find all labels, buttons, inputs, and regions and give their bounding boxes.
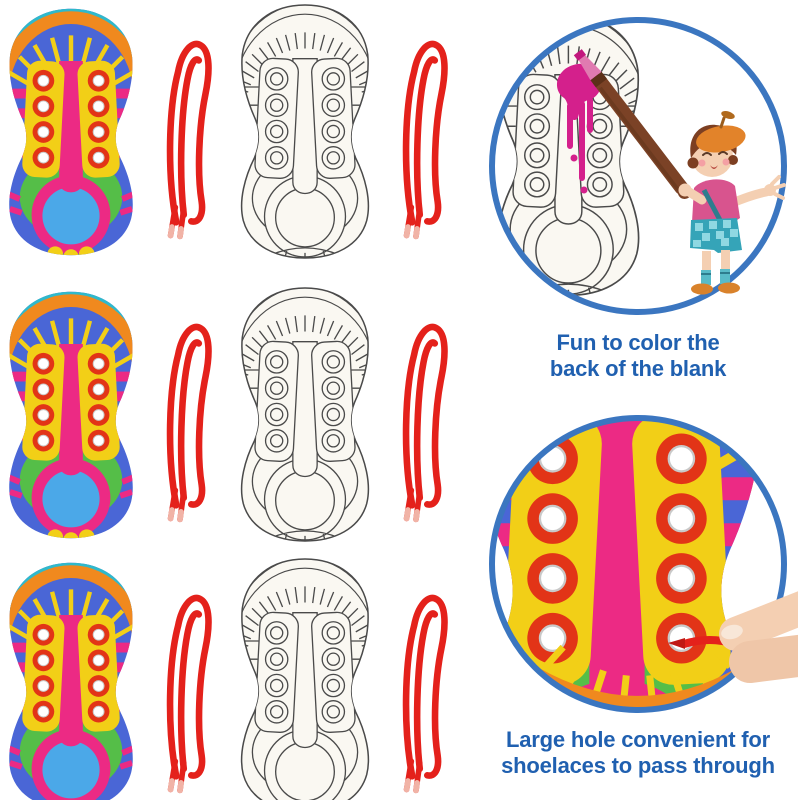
product-row <box>0 285 470 543</box>
red-shoelace <box>148 300 228 528</box>
child-illustration <box>678 111 786 295</box>
blank-shoe <box>234 556 376 800</box>
product-row <box>0 2 470 260</box>
threading-caption: Large hole convenient for shoelaces to p… <box>478 727 798 780</box>
circle-border <box>489 17 787 315</box>
red-shoelace <box>148 571 228 799</box>
product-row <box>0 556 470 800</box>
circle-border <box>489 415 787 713</box>
red-shoelace <box>148 17 228 245</box>
coloring-caption: Fun to color the back of the blank <box>478 330 798 383</box>
paintbrush <box>573 49 692 199</box>
callout-column: Fun to color the back of the blank <box>478 0 800 800</box>
beret-cap <box>696 125 746 153</box>
coloring-demo-circle <box>489 17 787 315</box>
coloring-caption-line2: back of the blank <box>549 356 727 382</box>
colorful-shoe <box>2 288 140 541</box>
threading-caption-line2: shoelaces to pass through <box>501 753 775 779</box>
blank-shoe <box>234 285 376 543</box>
hand-illustration <box>719 591 798 683</box>
colorful-shoe <box>2 559 140 800</box>
product-grid <box>0 0 470 800</box>
lace-tip <box>668 638 685 649</box>
red-shoelace <box>384 571 464 799</box>
blank-shoe <box>234 2 376 260</box>
colorful-shoe <box>2 5 140 258</box>
threading-caption-line1: Large hole convenient for <box>506 727 770 752</box>
toe-ticks <box>543 644 733 702</box>
threading-demo-circle <box>489 415 798 713</box>
coloring-caption-line1: Fun to color the <box>556 330 720 355</box>
red-shoelace <box>384 17 464 245</box>
shorts-checker <box>693 220 738 247</box>
fingernail <box>721 624 743 640</box>
red-shoelace <box>384 300 464 528</box>
